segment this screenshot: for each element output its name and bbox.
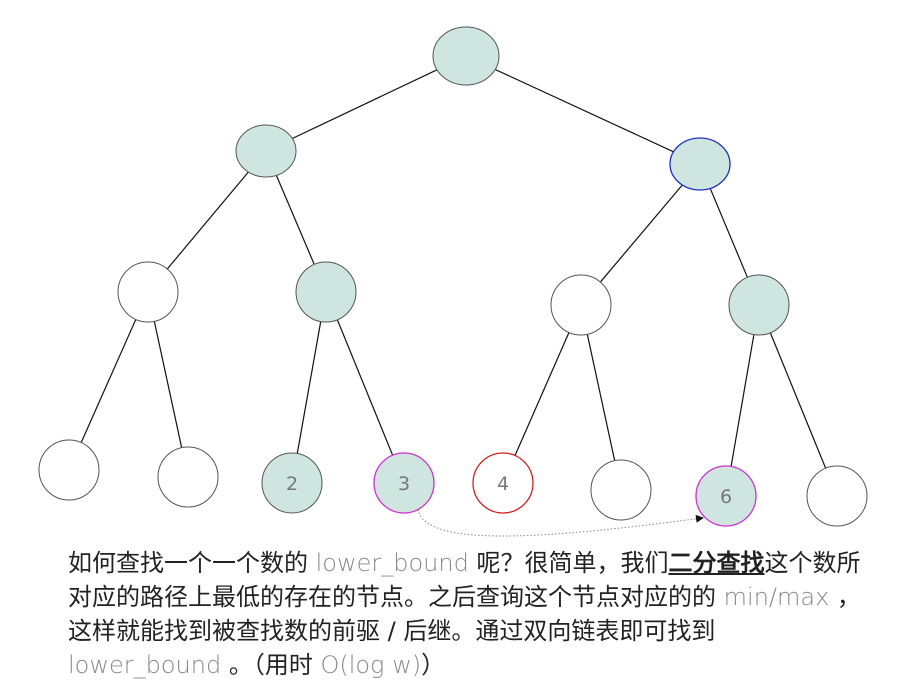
- tree-node-n6: [550, 274, 612, 336]
- node-circle: [295, 261, 357, 323]
- caption-text: 这个数所对应的路径上最低的存在的节点。之后查询这个节点对应的的: [68, 549, 861, 611]
- tree-edge: [599, 184, 683, 283]
- caption-text: 呢？很简单，我们: [468, 549, 669, 577]
- tree-edge: [730, 334, 755, 467]
- tree-node-l5: 4: [472, 452, 534, 514]
- node-circle: [261, 452, 323, 514]
- tree-node-l4: 3: [373, 452, 435, 514]
- tree-node-n4: [117, 261, 179, 323]
- tree-edge: [709, 188, 748, 278]
- node-label: 4: [497, 473, 509, 495]
- tree-edge: [586, 334, 616, 461]
- tree-edge: [769, 332, 827, 469]
- node-label: 2: [286, 473, 298, 495]
- node-circle: [235, 124, 297, 178]
- node-label: 6: [720, 486, 732, 508]
- tree-node-root: [432, 26, 500, 86]
- tree-node-n5: [295, 261, 357, 323]
- code-min-max: min/max: [723, 583, 830, 611]
- tree-node-n3: [669, 137, 731, 191]
- tree-edge: [292, 69, 438, 140]
- caption-text: 。（用时: [221, 651, 321, 679]
- tree-edge: [275, 175, 315, 265]
- node-circle: [728, 274, 790, 336]
- node-circle: [432, 26, 500, 86]
- tree-edge: [336, 319, 394, 456]
- tree-edge: [166, 171, 249, 270]
- node-circle: [373, 452, 435, 514]
- segment-tree-diagram: 2 3 4 6: [38, 26, 868, 537]
- node-circle: [472, 452, 534, 514]
- node-circle: [157, 446, 219, 508]
- code-lower-bound: lower_bound: [315, 549, 469, 577]
- node-circle: [38, 439, 100, 501]
- tree-node-l7: 6: [695, 465, 757, 527]
- node-circle: [590, 459, 652, 521]
- tree-node-n7: [728, 274, 790, 336]
- tree-node-l2: [157, 446, 219, 508]
- tree-edge: [153, 321, 183, 448]
- tree-edge: [514, 332, 570, 456]
- node-circle: [806, 465, 868, 527]
- node-label: 3: [398, 473, 410, 495]
- linked-list-link: [413, 502, 704, 537]
- node-circle: [550, 274, 612, 336]
- caption-text: 如何查找一个一个数的: [68, 549, 316, 577]
- code-lower-bound: lower_bound: [68, 651, 222, 679]
- emphasis-binary-search: 二分查找: [668, 549, 765, 577]
- tree-edge: [494, 68, 674, 153]
- explanation-text: 如何查找一个一个数的 lower_bound 呢？很简单，我们二分查找这个数所对…: [68, 546, 868, 682]
- node-circle: [669, 137, 731, 191]
- tree-node-n2: [235, 124, 297, 178]
- tree-edge: [296, 321, 322, 454]
- node-circle: [117, 261, 179, 323]
- tree-edge: [80, 319, 137, 443]
- node-circle: [695, 465, 757, 527]
- code-complexity: O(log w): [320, 651, 422, 679]
- caption-text: ，这样就能找到被查找数的前驱 / 后继。通过双向链表即可找到: [68, 583, 861, 645]
- tree-node-l1: [38, 439, 100, 501]
- tree-node-l6: [590, 459, 652, 521]
- caption-text: ）: [421, 651, 446, 679]
- tree-node-l8: [806, 465, 868, 527]
- tree-node-l3: 2: [261, 452, 323, 514]
